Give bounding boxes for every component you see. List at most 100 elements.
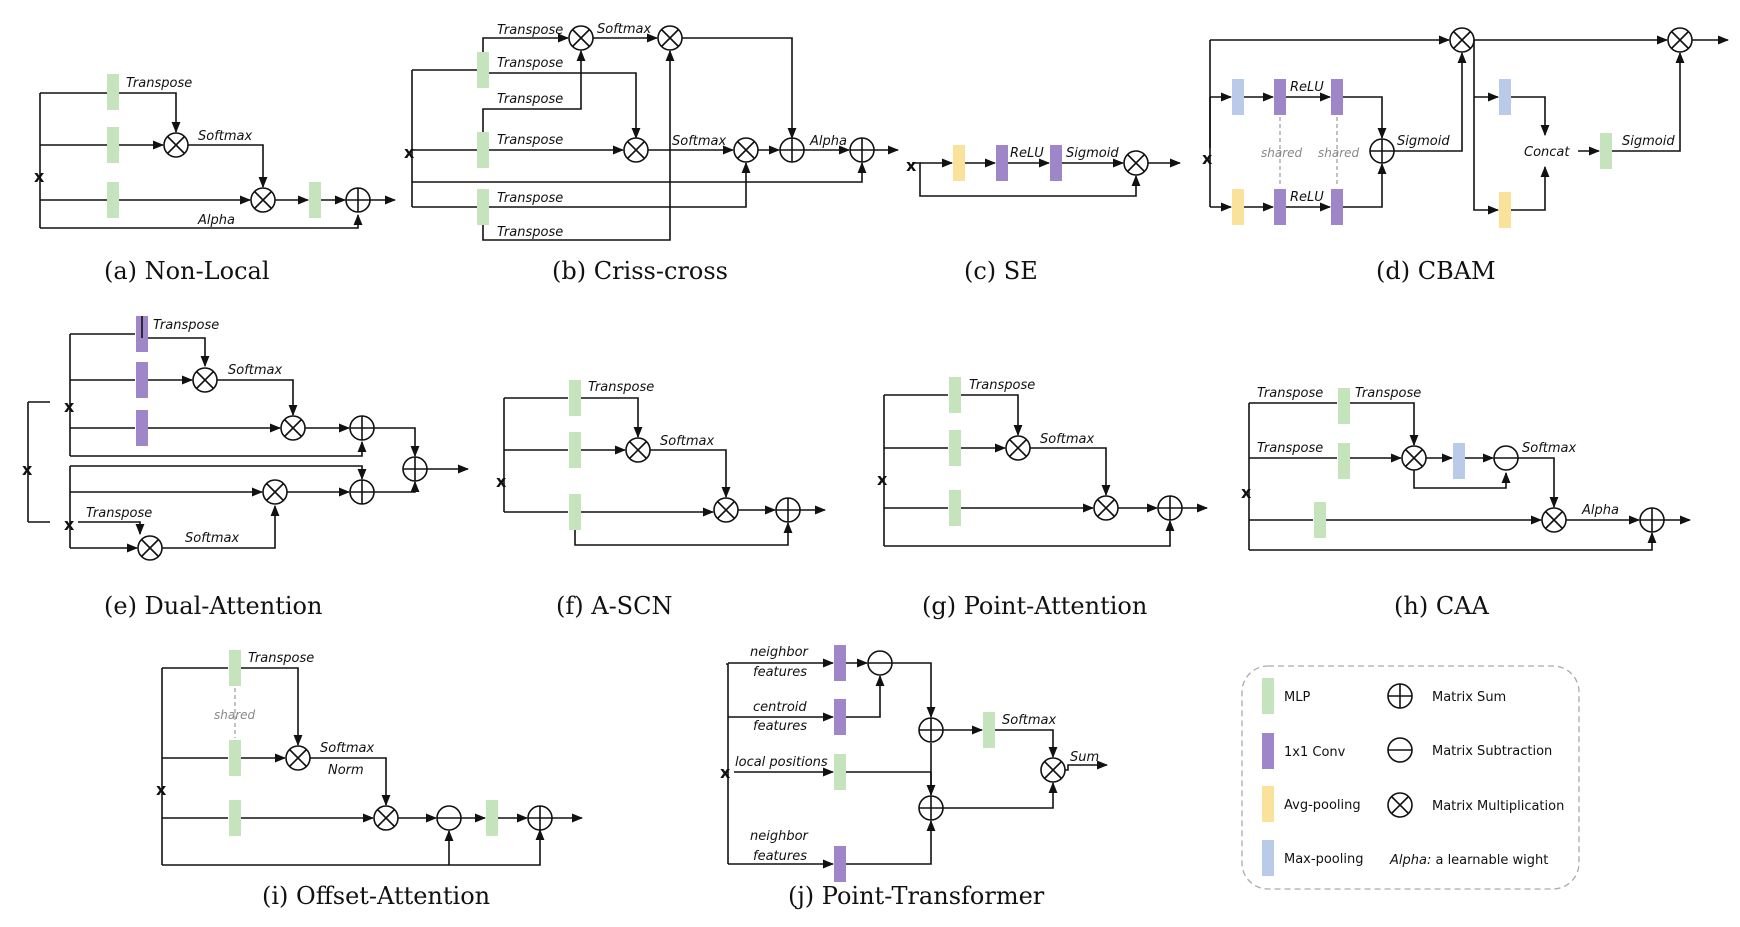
avg-pooling-block	[1499, 192, 1511, 228]
norm-label: Norm	[328, 763, 364, 778]
input-x: x	[496, 472, 507, 491]
panel-offset-attention: x shared Transpose Softmax Norm (i) Offs…	[156, 650, 584, 910]
legend-mlp-swatch	[1262, 678, 1274, 714]
neighbor-features-label: neighbor	[750, 645, 810, 660]
mlp-block	[569, 380, 581, 416]
conv-block	[1050, 145, 1062, 181]
shared-label: shared	[1261, 146, 1303, 160]
transpose-label: Transpose	[1355, 386, 1421, 401]
conv-block	[1331, 79, 1343, 115]
alpha-label: Alpha	[1581, 503, 1619, 518]
sigmoid-label: Sigmoid	[1622, 134, 1675, 149]
mlp-block	[486, 800, 498, 836]
neighbor-features-label: neighbor	[750, 829, 810, 844]
conv-block	[1331, 189, 1343, 225]
mlp-block	[229, 740, 241, 776]
mlp-block	[949, 430, 961, 466]
relu-label: ReLU	[1010, 146, 1044, 161]
mlp-block	[477, 52, 489, 88]
caption-cbam: (d) CBAM	[1376, 257, 1496, 285]
mlp-block	[477, 189, 489, 225]
panel-point-transformer: neighbor features centroid features loca…	[720, 645, 1109, 910]
softmax-label: Softmax	[1002, 713, 1057, 728]
max-pooling-block	[1453, 443, 1465, 479]
panel-criss-cross: x Transpose Transpose Transpose Transpos…	[404, 22, 900, 285]
conv-block	[834, 699, 846, 735]
transpose-label: Transpose	[497, 225, 563, 240]
conv-block	[1274, 189, 1286, 225]
transpose-label: Transpose	[497, 23, 563, 38]
local-positions-label: local positions	[735, 755, 828, 770]
panel-a-scn: x Transpose Softmax (f) A-SCN	[496, 380, 827, 620]
mlp-block	[107, 127, 119, 163]
conv-block	[834, 846, 846, 882]
transpose-label: Transpose	[86, 506, 152, 521]
max-pooling-block	[1232, 79, 1244, 115]
caption-offset-attention: (i) Offset-Attention	[262, 882, 490, 910]
softmax-label: Softmax	[1522, 441, 1577, 456]
conv-block	[136, 410, 148, 446]
caption-caa: (h) CAA	[1394, 592, 1490, 620]
panel-caa: x Transpose Transpose Transpose Softmax …	[1241, 386, 1692, 620]
concat-label: Concat	[1524, 145, 1570, 160]
legend: MLP 1x1 Conv Avg-pooling Max-pooling Mat…	[1241, 665, 1580, 890]
neighbor-features-label: features	[753, 665, 807, 680]
shared-label: shared	[1318, 146, 1360, 160]
transpose-label: Transpose	[497, 191, 563, 206]
conv-block	[996, 145, 1008, 181]
input-x: x	[1202, 149, 1213, 168]
legend-mlp-label: MLP	[1284, 690, 1310, 705]
legend-subtract-label: Matrix Subtraction	[1432, 744, 1552, 759]
neighbor-features-label: features	[753, 849, 807, 864]
legend-conv-label: 1x1 Conv	[1284, 745, 1346, 760]
mlp-block	[569, 494, 581, 530]
legend-max-pooling-swatch	[1262, 840, 1274, 876]
transpose-label: Transpose	[126, 76, 192, 91]
mlp-block	[834, 754, 846, 790]
conv-block	[1274, 79, 1286, 115]
mlp-block	[569, 432, 581, 468]
mlp-block	[1338, 443, 1350, 479]
softmax-label: Softmax	[228, 363, 283, 378]
legend-alpha-note: Alpha: a learnable wight	[1389, 853, 1548, 868]
mlp-block	[1314, 502, 1326, 538]
panel-dual-attention: x x Transpose Softmax x	[22, 316, 470, 620]
conv-block	[834, 645, 846, 681]
transpose-label: Transpose	[153, 318, 219, 333]
caption-se: (c) SE	[964, 257, 1038, 285]
caption-criss-cross: (b) Criss-cross	[552, 257, 728, 285]
panel-cbam: x ReLU ReLU shared shared Sigmoid	[1202, 27, 1730, 285]
centroid-features-label: centroid	[753, 700, 807, 715]
mlp-block	[229, 800, 241, 836]
mlp-block	[309, 182, 321, 218]
alpha-label: Alpha	[197, 213, 235, 228]
caption-point-attention: (g) Point-Attention	[922, 592, 1147, 620]
caption-dual-attention: (e) Dual-Attention	[104, 592, 322, 620]
legend-alpha-desc: a learnable wight	[1431, 853, 1548, 868]
transpose-label: Transpose	[1257, 441, 1323, 456]
relu-label: ReLU	[1290, 80, 1324, 95]
caption-non-local: (a) Non-Local	[104, 257, 270, 285]
legend-alpha-key: Alpha:	[1389, 853, 1431, 868]
avg-pooling-block	[1232, 189, 1244, 225]
avg-pooling-block	[953, 145, 965, 181]
conv-block	[136, 362, 148, 398]
mlp-block	[107, 74, 119, 110]
mlp-block	[229, 650, 241, 686]
sum-label: Sum	[1070, 750, 1099, 765]
legend-max-pooling-label: Max-pooling	[1284, 852, 1363, 867]
input-x: x	[720, 763, 731, 782]
caption-point-transformer: (j) Point-Transformer	[788, 882, 1045, 910]
softmax-label: Softmax	[198, 129, 253, 144]
legend-multiply-label: Matrix Multiplication	[1432, 799, 1564, 814]
transpose-label: Transpose	[1257, 386, 1323, 401]
mlp-block	[107, 182, 119, 218]
mlp-block	[949, 377, 961, 413]
legend-conv-swatch	[1262, 733, 1274, 769]
softmax-label: Softmax	[185, 531, 240, 546]
centroid-features-label: features	[753, 719, 807, 734]
panel-point-attention: x Transpose Softmax (g) Point-Attention	[877, 377, 1209, 620]
softmax-label: Softmax	[320, 741, 375, 756]
input-x: x	[1241, 483, 1252, 502]
